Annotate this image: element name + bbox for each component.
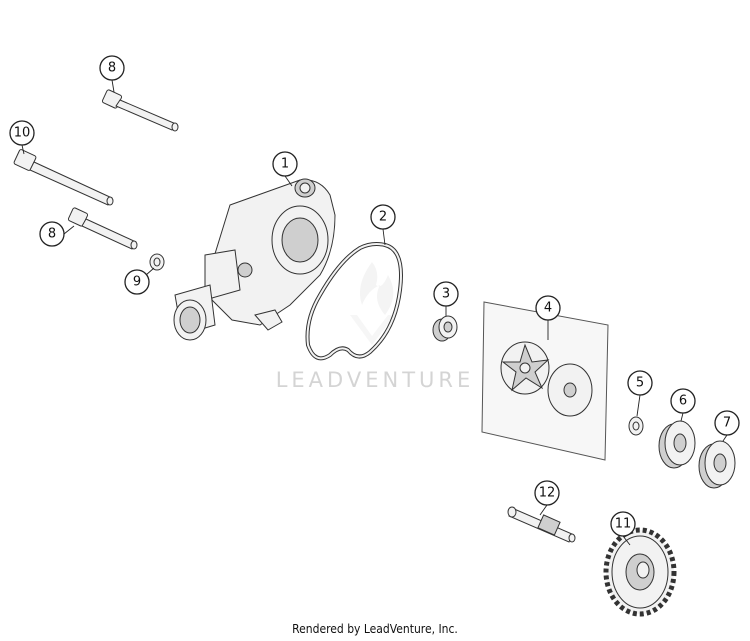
callout-label-7: 7	[723, 416, 731, 431]
callout-8-top: 8	[99, 55, 125, 81]
washer-part-9	[149, 253, 165, 271]
callout-10: 10	[9, 120, 35, 146]
callout-label-8-lower: 8	[48, 227, 56, 242]
callout-label-3: 3	[442, 287, 450, 302]
leader-2	[382, 228, 386, 246]
washer-part-5	[628, 416, 644, 436]
impeller-kit-part-4	[481, 301, 609, 461]
callout-12: 12	[534, 480, 560, 506]
leader-8-top	[111, 79, 115, 93]
gasket-part-2	[305, 242, 403, 361]
shaft-part-12	[507, 506, 576, 543]
callout-8-lower: 8	[39, 221, 65, 247]
callout-label-10: 10	[14, 126, 31, 141]
bolt-part-10	[13, 149, 114, 206]
leader-8-lower	[63, 225, 75, 235]
leader-7	[722, 434, 728, 442]
callout-11: 11	[610, 511, 636, 537]
bolt-part-8-top	[101, 89, 179, 132]
leader-11	[622, 535, 631, 546]
callout-label-12: 12	[539, 486, 556, 501]
seal-part-3	[432, 315, 458, 342]
callout-label-11: 11	[615, 517, 632, 532]
leader-12	[539, 504, 548, 516]
leader-lines	[21, 79, 728, 546]
bolt-part-8-lower	[67, 207, 138, 250]
callout-1: 1	[272, 151, 298, 177]
gear-part-11	[603, 527, 677, 617]
leader-6	[680, 412, 684, 422]
footer-credit: Rendered by LeadVenture, Inc.	[292, 622, 458, 636]
callout-label-2: 2	[379, 210, 387, 225]
callout-6: 6	[670, 388, 696, 414]
callout-label-5: 5	[636, 376, 644, 391]
callout-label-9: 9	[133, 275, 141, 290]
leader-5	[636, 394, 641, 417]
bearing-part-6	[658, 420, 696, 469]
leader-9	[145, 267, 155, 276]
leader-1	[284, 175, 293, 187]
bearing-part-7	[698, 440, 736, 489]
callout-2: 2	[370, 204, 396, 230]
callout-4: 4	[535, 295, 561, 321]
callout-5: 5	[627, 370, 653, 396]
callout-label-8-top: 8	[108, 61, 116, 76]
callout-9: 9	[124, 269, 150, 295]
callout-3: 3	[433, 281, 459, 307]
leader-10	[21, 144, 25, 155]
callout-label-6: 6	[679, 394, 687, 409]
pump-cover-part-1	[173, 178, 336, 341]
callout-label-1: 1	[281, 157, 289, 172]
callout-7: 7	[714, 410, 740, 436]
callout-label-4: 4	[544, 301, 552, 316]
watermark-logo	[350, 262, 395, 345]
watermark-text: LEADVENTURE	[275, 368, 475, 392]
